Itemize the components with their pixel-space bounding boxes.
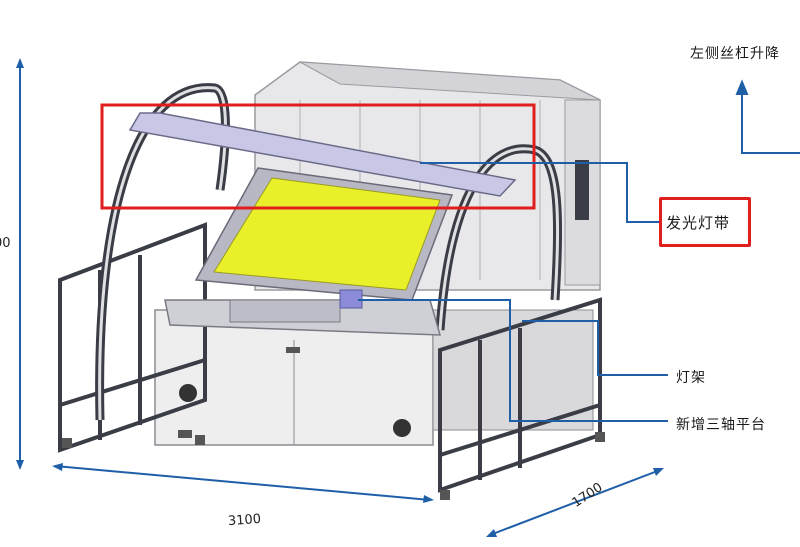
width-dimension-label: 3100 [227, 511, 262, 530]
light-strip-label-box [659, 197, 751, 247]
left-arch-inner [98, 86, 227, 421]
tilted-panel [194, 167, 454, 301]
three-axis-platform-label: 新增三轴平台 [676, 417, 766, 433]
light-rack-label: 灯架 [676, 370, 706, 386]
height-dimension-line [16, 58, 24, 470]
leader-line-rack [522, 320, 668, 376]
right-arch-inner [438, 147, 560, 331]
light-strip-label: 发光灯带 [666, 214, 731, 232]
three-axis-platform [164, 289, 442, 336]
top-lift-label: 左侧丝杠升降 [690, 46, 780, 62]
front-cabinet [154, 309, 594, 446]
highlight-box [100, 103, 536, 210]
leader-line-light-strip [420, 162, 659, 223]
leader-line-top-lift [735, 79, 800, 154]
machine-feet [62, 430, 605, 500]
depth-dimension-line [486, 468, 664, 537]
width-dimension-line [52, 463, 434, 503]
light-strip-bar [128, 112, 517, 197]
leader-line-three-axis [358, 299, 668, 422]
height-dimension-label: 00 [0, 236, 11, 251]
